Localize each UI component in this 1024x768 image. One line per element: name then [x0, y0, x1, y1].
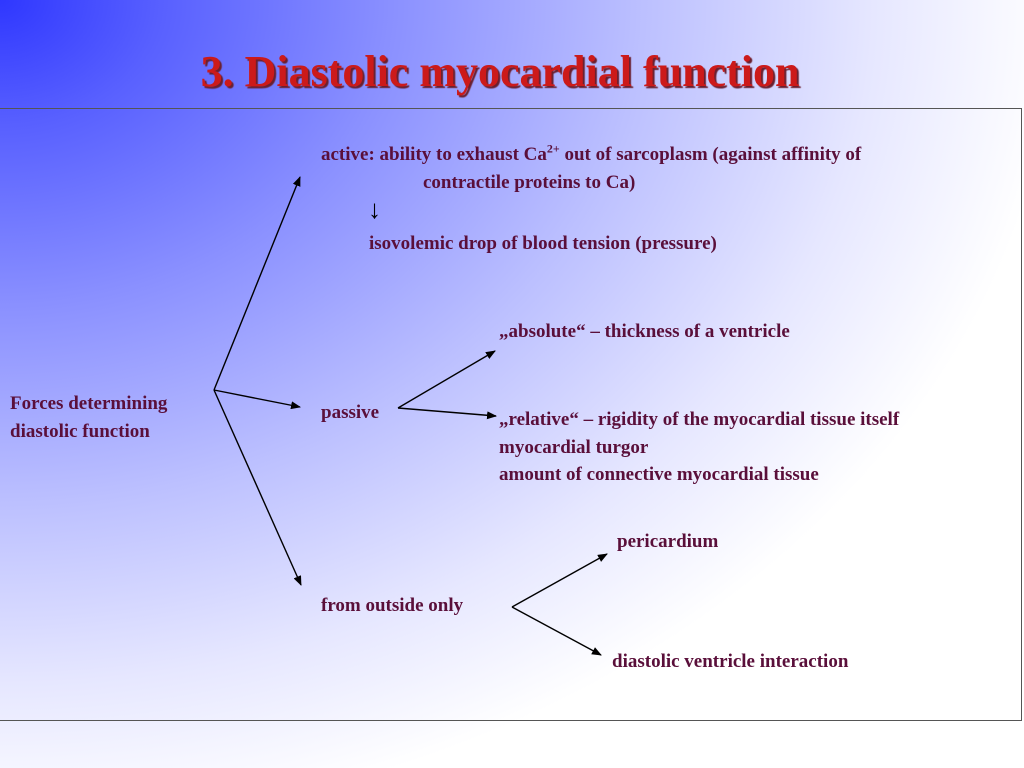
passive-absolute: „absolute“ – thickness of a ventricle — [499, 321, 790, 342]
content-frame — [0, 108, 1022, 721]
root-label-line2: diastolic function — [10, 421, 150, 442]
calcium-charge: 2+ — [546, 141, 560, 156]
active-result: isovolemic drop of blood tension (pressu… — [369, 233, 717, 254]
active-line2: contractile proteins to Ca) — [423, 172, 636, 193]
arrow-passive-to-absolute — [397, 350, 496, 409]
arrow-root-to-passive — [213, 389, 301, 410]
outside-label: from outside only — [321, 595, 464, 616]
passive-label: passive — [321, 402, 380, 423]
root-label-line1: Forces determining — [10, 393, 168, 414]
passive-relative: „relative“ – rigidity of the myocardial … — [499, 409, 900, 430]
arrow-passive-to-relative — [397, 407, 497, 420]
active-suffix: out of sarcoplasm (against affinity of — [559, 144, 862, 165]
outside-interaction: diastolic ventricle interaction — [612, 651, 849, 672]
arrow-outside-to-pericardium — [511, 553, 608, 608]
active-line1: active: ability to exhaust Ca2+ out of s… — [321, 141, 861, 169]
arrow-root-to-outside — [213, 389, 302, 586]
outside-pericardium: pericardium — [617, 531, 719, 552]
passive-connective: amount of connective myocardial tissue — [499, 464, 819, 485]
arrow-root-to-active — [213, 176, 301, 391]
down-arrow-icon: ↓ — [368, 195, 381, 224]
active-prefix: active: ability to exhaust Ca — [321, 144, 547, 165]
arrow-outside-to-interaction — [511, 606, 602, 656]
passive-turgor: myocardial turgor — [499, 437, 649, 458]
slide-title: 3. Diastolic myocardial function — [200, 47, 800, 96]
